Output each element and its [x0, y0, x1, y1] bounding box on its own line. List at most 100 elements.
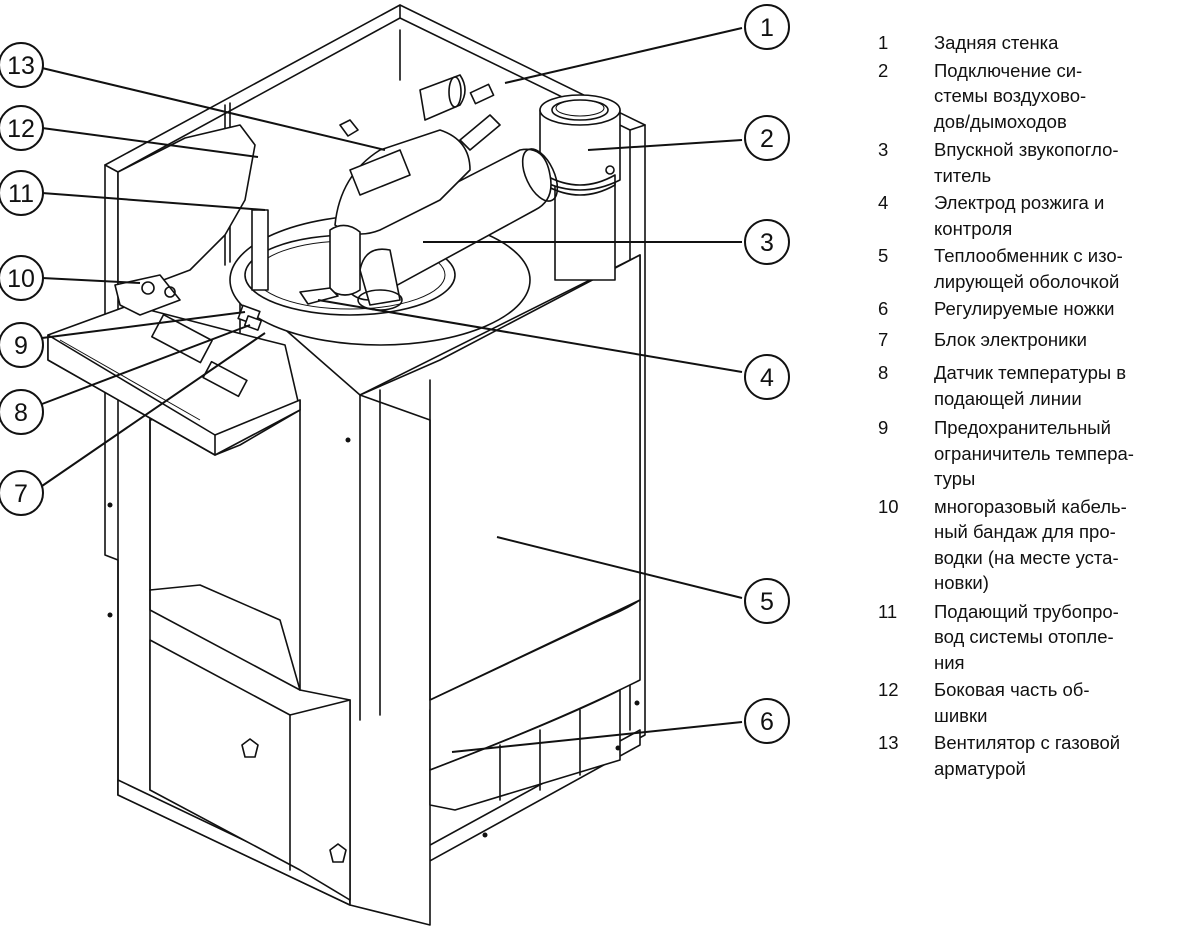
legend-label-line: ограничитель темпера-	[934, 442, 1134, 464]
legend-label-line: Вентилятор с газовой	[934, 732, 1121, 753]
boiler-diagram: 1 2 3 4 5 6 7 8 9 10 11 12 13	[0, 4, 790, 926]
legend-number: 7	[878, 328, 889, 350]
legend-label-line: Впускной звукопогло-	[934, 139, 1119, 160]
legend-label-line: лирующей оболочкой	[934, 270, 1120, 292]
callout-12: 12	[0, 105, 44, 151]
legend-item: 12 Боковая часть об-шивки	[868, 677, 1198, 728]
legend-item: 9 Предохранительный ограничитель темпера-т…	[868, 415, 1198, 492]
legend-label-line: Подключение си-	[934, 59, 1083, 81]
legend-label: многоразовый кабель-ный бандаж для про-в…	[934, 494, 1198, 596]
legend-label-line: Регулируемые ножки	[934, 298, 1115, 319]
svg-text:8: 8	[14, 399, 28, 427]
svg-text:13: 13	[7, 52, 35, 80]
ignition-electrode	[299, 287, 339, 305]
callout-6: 6	[744, 698, 790, 744]
callout-4: 4	[744, 354, 790, 400]
foot-clip	[329, 843, 347, 863]
legend-number: 10	[878, 495, 899, 517]
legend-label-line: подающей линии	[934, 387, 1082, 409]
legend-item: 8 Датчик температуры в подающей линии	[868, 360, 1198, 411]
svg-text:2: 2	[760, 125, 774, 153]
legend-label-line: стемы воздухово-	[934, 85, 1087, 106]
legend-label-line: водки (на месте уста-	[934, 546, 1119, 568]
legend-label-line: туры	[934, 468, 976, 489]
legend-number: 8	[878, 362, 889, 383]
legend-label-line: титель	[934, 164, 992, 186]
legend-label: Электрод розжига и контроля	[934, 190, 1198, 241]
legend-item: 1 Задняя стенка	[868, 30, 1198, 56]
callout-1: 1	[744, 4, 790, 50]
flue-connection	[539, 94, 621, 281]
legend-number: 4	[878, 192, 889, 213]
cable-bandage	[114, 274, 181, 316]
callout-8: 8	[0, 389, 44, 435]
legend-label-line: шивки	[934, 704, 988, 726]
legend-label-line: вод системы отопле-	[934, 626, 1114, 647]
legend-label: Блок электроники	[934, 327, 1198, 353]
svg-text:6: 6	[760, 708, 774, 736]
callout-10: 10	[0, 255, 44, 301]
legend-number: 9	[878, 417, 889, 438]
svg-text:9: 9	[14, 332, 28, 360]
legend-label-line: ния	[934, 651, 965, 673]
svg-text:11: 11	[8, 180, 34, 208]
legend-label-line: Датчик температуры в	[934, 362, 1127, 383]
legend-number: 11	[878, 600, 898, 622]
legend-label: Регулируемые ножки	[934, 296, 1198, 322]
legend-item: 7 Блок электроники	[868, 327, 1198, 353]
legend-label-line: контроля	[934, 217, 1013, 239]
legend-label-line: многоразовый кабель-	[934, 495, 1127, 517]
legend-number: 1	[878, 32, 889, 53]
callout-9: 9	[0, 322, 44, 368]
callout-3: 3	[744, 219, 790, 265]
svg-text:12: 12	[7, 115, 35, 143]
legend-label-line: Предохранительный	[934, 417, 1111, 438]
leader-lines	[41, 27, 743, 753]
legend-number: 5	[878, 245, 889, 266]
callout-5: 5	[744, 578, 790, 624]
legend-label-line: дов/дымоходов	[934, 110, 1067, 132]
svg-text:4: 4	[760, 364, 774, 392]
legend-label: Подающий трубопро-вод системы отопле-ния	[934, 599, 1198, 676]
svg-text:5: 5	[760, 588, 774, 616]
legend-label: Датчик температуры в подающей линии	[934, 360, 1198, 411]
legend-label-line: арматурой	[934, 757, 1026, 779]
legend-item: 2 Подключение си-стемы воздухово-дов/дымо…	[868, 58, 1198, 135]
legend-label-line: Электрод розжига и	[934, 192, 1105, 213]
legend-number: 6	[878, 298, 889, 319]
screws	[107, 437, 640, 838]
svg-text:3: 3	[760, 229, 774, 257]
fan-gas-valve	[329, 74, 501, 296]
legend-number: 13	[878, 732, 899, 753]
legend-item: 3 Впускной звукопогло-титель	[868, 137, 1198, 188]
legend: 1 Задняя стенка 2 Подключение си-стемы возд…	[868, 30, 1198, 783]
callout-13: 13	[0, 42, 44, 88]
legend-item: 5 Теплообменник с изо-лирующей оболочкой	[868, 243, 1198, 294]
callout-7: 7	[0, 470, 44, 516]
legend-label-line: Подающий трубопро-	[934, 600, 1119, 622]
legend-number: 12	[878, 679, 899, 700]
legend-label: Предохранительный ограничитель темпера-ту…	[934, 415, 1198, 492]
legend-item: 10 многоразовый кабель-ный бандаж для про…	[868, 494, 1198, 596]
electronics-box	[47, 304, 301, 456]
legend-label: Теплообменник с изо-лирующей оболочкой	[934, 243, 1198, 294]
callout-2: 2	[744, 115, 790, 161]
legend-label: Задняя стенка	[934, 30, 1198, 56]
legend-label-line: Блок электроники	[934, 328, 1087, 350]
legend-item: 4 Электрод розжига и контроля	[868, 190, 1198, 241]
legend-number: 3	[878, 139, 889, 160]
foot-clip	[241, 738, 259, 758]
legend-item: 11 Подающий трубопро-вод системы отопле-н…	[868, 599, 1198, 676]
legend-item: 6 Регулируемые ножки	[868, 296, 1198, 322]
legend-number: 2	[878, 59, 889, 81]
legend-label-line: Задняя стенка	[934, 32, 1059, 53]
legend-label-line: новки)	[934, 572, 989, 593]
svg-text:7: 7	[14, 480, 28, 508]
svg-text:1: 1	[760, 14, 774, 42]
legend-label: Боковая часть об-шивки	[934, 677, 1198, 728]
legend-label: Подключение си-стемы воздухово-дов/дымох…	[934, 58, 1198, 135]
legend-label-line: Теплообменник с изо-	[934, 245, 1123, 266]
callout-11: 11	[0, 170, 44, 216]
supply-pipe	[251, 209, 269, 291]
legend-label: Впускной звукопогло-титель	[934, 137, 1198, 188]
